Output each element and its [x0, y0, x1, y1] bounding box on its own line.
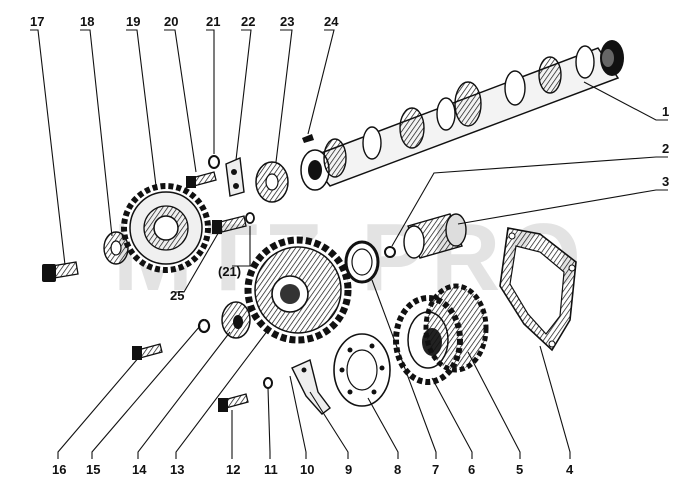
callout-25: 25 [170, 288, 184, 303]
callout-19: 19 [126, 14, 140, 29]
callout-8: 8 [394, 462, 401, 477]
bolt-part-12 [218, 393, 249, 412]
callout-15: 15 [86, 462, 100, 477]
gasket-part-4 [499, 227, 577, 352]
washer-part-18 [103, 231, 129, 265]
retaining-ring-part-15 [197, 318, 211, 334]
bolt-part-16 [132, 343, 163, 360]
idler-gear-part-13 [244, 236, 352, 344]
callout-10: 10 [300, 462, 314, 477]
bolt-part-25 [212, 212, 255, 234]
bolt-part-20 [186, 171, 217, 188]
bushing-part-14 [221, 301, 251, 339]
callout-17: 17 [30, 14, 44, 29]
callout-22: 22 [241, 14, 255, 29]
bolt-part-17 [42, 261, 79, 282]
sleeve-part-3 [403, 213, 467, 259]
callout-21-ref: (21) [218, 264, 241, 279]
leader-lines [30, 29, 668, 459]
callout-24: 24 [324, 14, 339, 29]
callout-7: 7 [432, 462, 439, 477]
callout-6: 6 [468, 462, 475, 477]
callout-4: 4 [566, 462, 574, 477]
callout-18: 18 [80, 14, 94, 29]
callout-21: 21 [206, 14, 220, 29]
callout-5: 5 [516, 462, 523, 477]
callout-9: 9 [345, 462, 352, 477]
callout-1: 1 [662, 104, 669, 119]
drive-gear-part-5 [423, 283, 489, 373]
callout-20: 20 [164, 14, 178, 29]
lock-plate-part-22 [225, 156, 245, 197]
callout-12: 12 [226, 462, 240, 477]
bracket-part-10 [291, 359, 331, 415]
callout-23: 23 [280, 14, 294, 29]
woodruff-key-part-24 [302, 134, 314, 143]
washer-part-11 [263, 377, 273, 389]
callout-14: 14 [132, 462, 147, 477]
washer-part-21 [208, 155, 220, 169]
callout-3: 3 [662, 174, 669, 189]
flange-disk-part-8 [333, 333, 391, 407]
nut-part-2 [384, 246, 396, 258]
callout-13: 13 [170, 462, 184, 477]
callout-labels: 17 18 19 20 21 22 23 24 1 2 3 25 (21) 16… [30, 14, 669, 477]
callout-11: 11 [264, 462, 278, 477]
callout-16: 16 [52, 462, 66, 477]
thrust-washer-part-23 [255, 161, 289, 203]
camshaft-part-1 [300, 40, 624, 191]
seal-ring-part-7 [344, 240, 380, 284]
callout-2: 2 [662, 141, 669, 156]
camshaft-gear-part-19 [121, 183, 211, 273]
